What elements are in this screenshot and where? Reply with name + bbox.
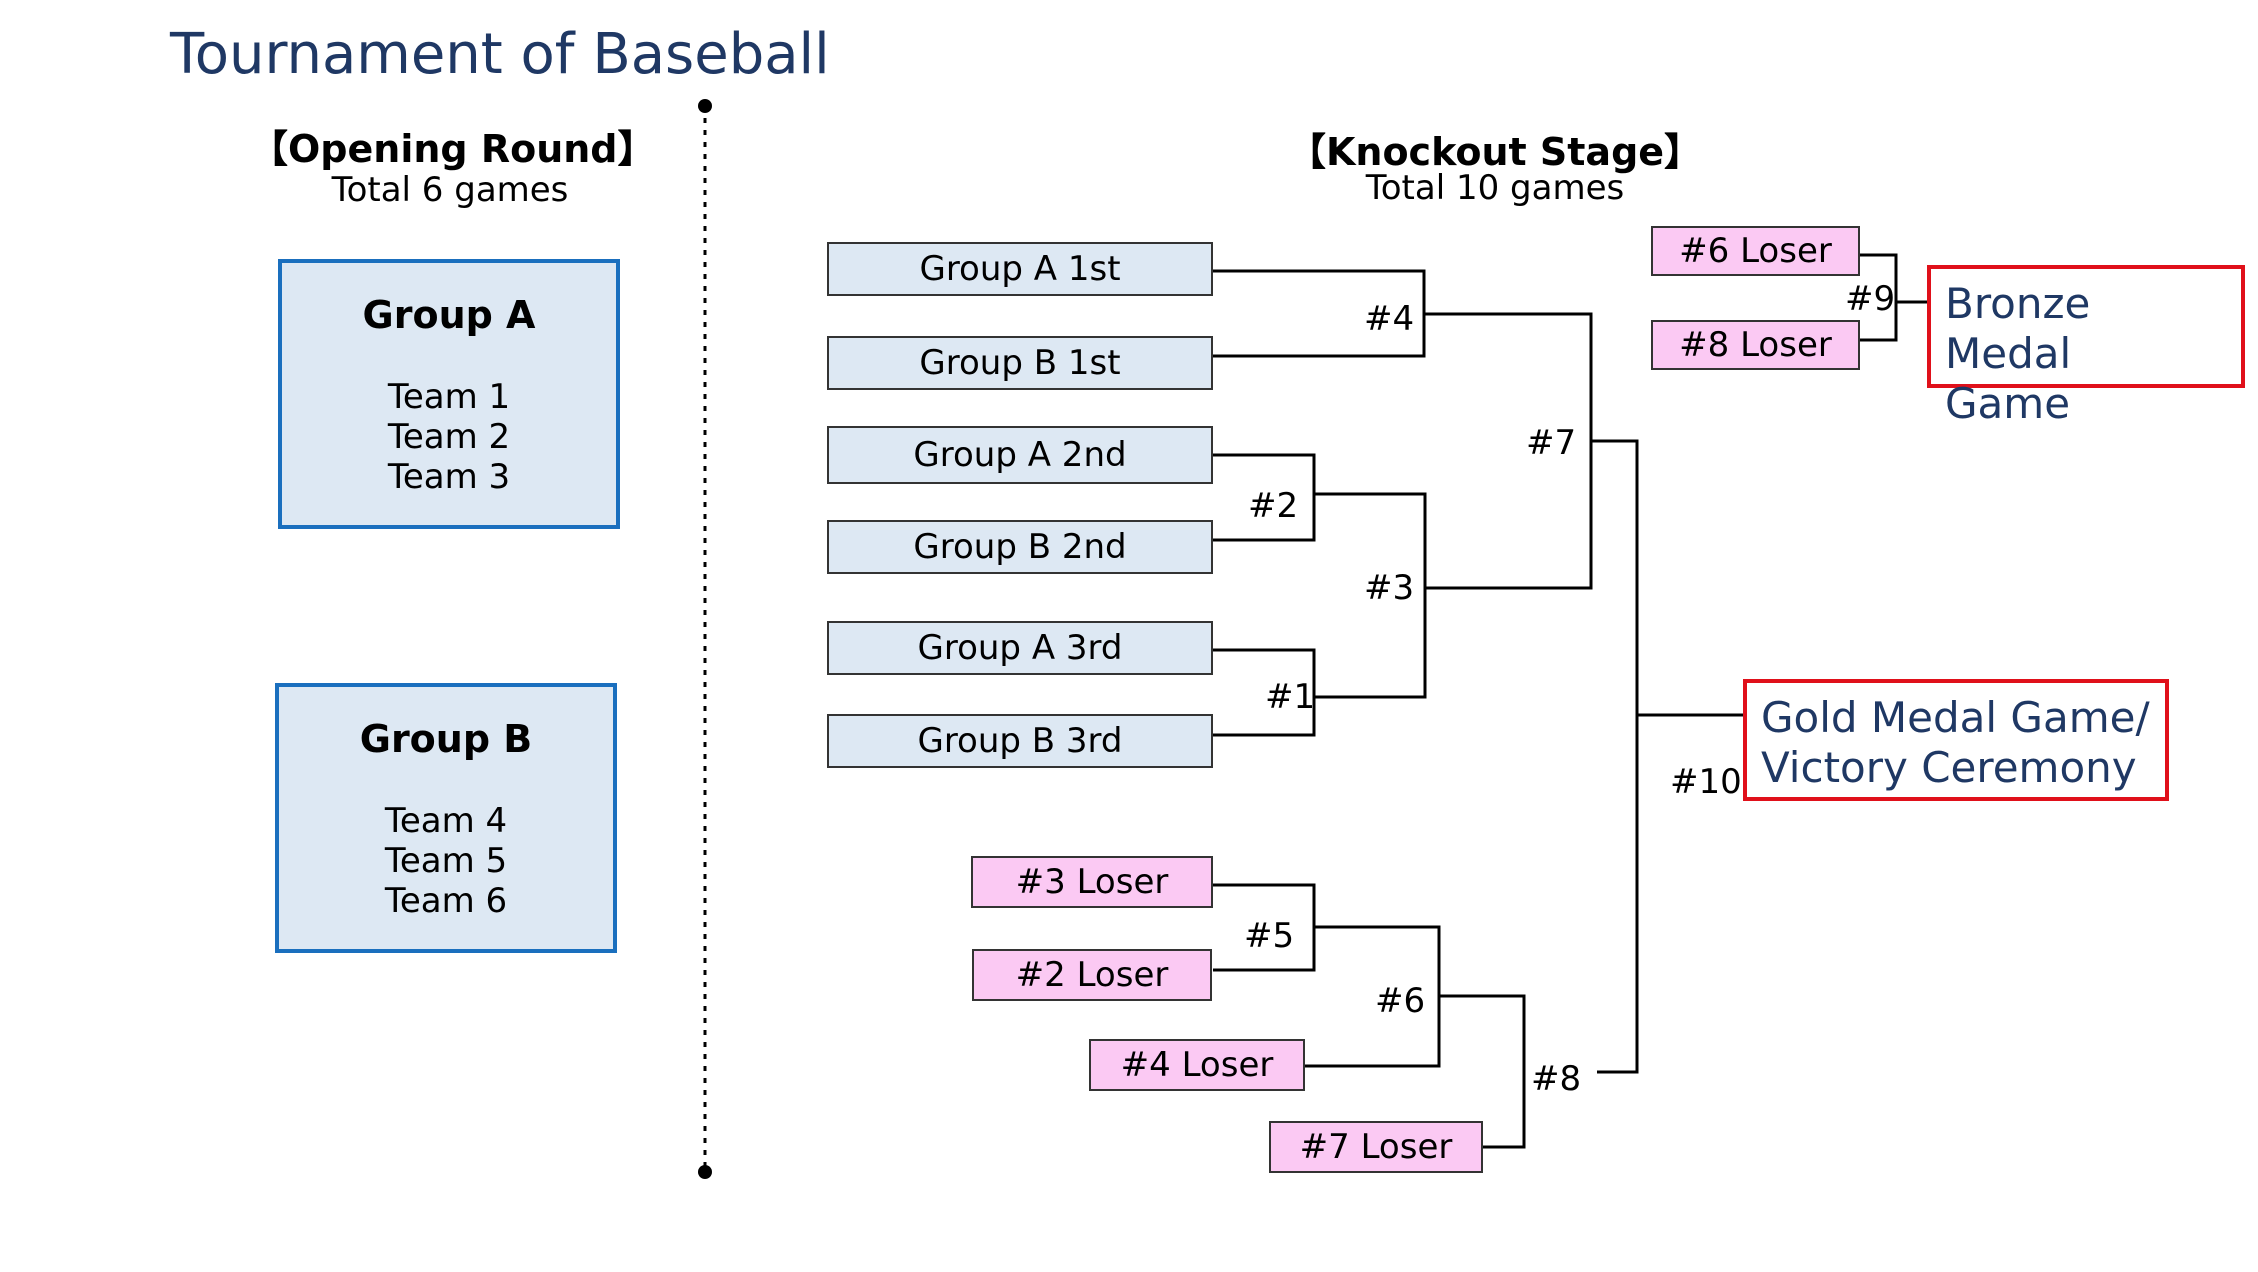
knockout-stage-subtitle: Total 10 games bbox=[1365, 168, 1625, 208]
bronze-medal-game-box: Bronze Medal Game bbox=[1927, 265, 2245, 428]
bronze-medal-line1: Bronze Medal bbox=[1945, 279, 2091, 378]
connector-g3 bbox=[1314, 492, 1427, 699]
gold-medal-game-box: Gold Medal Game/ Victory Ceremony bbox=[1743, 679, 2169, 801]
game-label-9: #9 bbox=[1845, 279, 1896, 319]
game-label-1: #1 bbox=[1265, 677, 1316, 717]
game-label-3: #3 bbox=[1364, 568, 1415, 608]
slot-group-a-1st: Group A 1st bbox=[827, 242, 1213, 296]
team-item: Team 2 bbox=[387, 417, 511, 457]
game-label-4: #4 bbox=[1364, 299, 1415, 339]
opening-round-subtitle: Total 6 games bbox=[331, 170, 569, 210]
connector-g8 bbox=[1439, 994, 1526, 1149]
opening-round-heading: 【Opening Round】 bbox=[250, 127, 656, 171]
connector-g7 bbox=[1424, 312, 1593, 590]
game-label-6: #6 bbox=[1375, 981, 1426, 1021]
divider-bottom-dot bbox=[698, 1165, 712, 1179]
connector-g1 bbox=[1213, 648, 1316, 737]
slot-8-loser: #8 Loser bbox=[1651, 320, 1860, 370]
game-label-7: #7 bbox=[1526, 423, 1577, 463]
connector-g10 bbox=[1591, 439, 1639, 1074]
slot-group-a-2nd: Group A 2nd bbox=[827, 426, 1213, 484]
connector-g9 bbox=[1860, 253, 1898, 342]
game-label-5: #5 bbox=[1244, 916, 1295, 956]
slot-2-loser: #2 Loser bbox=[972, 949, 1212, 1001]
divider-top-dot bbox=[698, 99, 712, 113]
game-label-8: #8 bbox=[1531, 1059, 1582, 1099]
slot-group-a-3rd: Group A 3rd bbox=[827, 621, 1213, 675]
group-b-title: Group B bbox=[359, 717, 533, 761]
team-item: Team 5 bbox=[384, 841, 508, 881]
game-label-10: #10 bbox=[1670, 762, 1742, 802]
bronze-medal-line2: Game bbox=[1945, 379, 2071, 428]
knockout-stage-heading: 【Knockout Stage】 bbox=[1287, 130, 1703, 174]
slot-3-loser: #3 Loser bbox=[971, 856, 1213, 908]
connector-g2 bbox=[1213, 453, 1316, 542]
gold-medal-line2: Victory Ceremony bbox=[1761, 743, 2137, 792]
group-a-box: Group A Team 1 Team 2 Team 3 bbox=[278, 259, 620, 529]
gold-medal-line1: Gold Medal Game/ bbox=[1761, 693, 2150, 742]
group-b-box: Group B Team 4 Team 5 Team 6 bbox=[275, 683, 617, 953]
team-item: Team 6 bbox=[384, 881, 508, 921]
slot-7-loser: #7 Loser bbox=[1269, 1121, 1483, 1173]
group-a-title: Group A bbox=[362, 293, 536, 337]
game-label-2: #2 bbox=[1248, 486, 1299, 526]
team-item: Team 4 bbox=[384, 801, 508, 841]
slot-group-b-3rd: Group B 3rd bbox=[827, 714, 1213, 768]
slot-group-b-2nd: Group B 2nd bbox=[827, 520, 1213, 574]
slot-4-loser: #4 Loser bbox=[1089, 1039, 1305, 1091]
slot-group-b-1st: Group B 1st bbox=[827, 336, 1213, 390]
team-item: Team 3 bbox=[387, 457, 511, 497]
team-item: Team 1 bbox=[387, 377, 511, 417]
slot-6-loser: #6 Loser bbox=[1651, 226, 1860, 276]
page-title: Tournament of Baseball bbox=[170, 22, 830, 87]
